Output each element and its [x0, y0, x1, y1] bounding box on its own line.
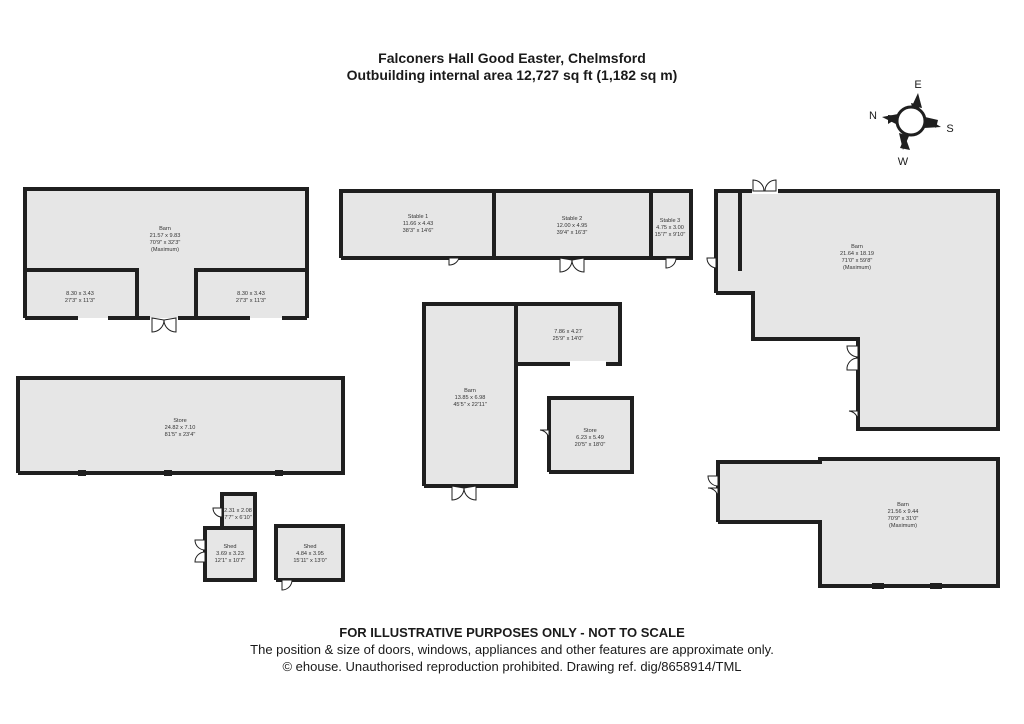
room-size-metric: 12.00 x 4.95: [557, 223, 588, 229]
plan-title: Falconers Hall Good Easter, Chelmsford: [378, 50, 646, 66]
compass-north-label: N: [869, 110, 877, 122]
room-size-imperial: 45'5" x 22'11": [453, 402, 486, 408]
shed-right: Shed 4.84 x 3.95 15'11" x 13'0": [274, 524, 345, 591]
room-size-metric: 21.57 x 9.83: [150, 233, 181, 239]
double-door-icon: [194, 539, 206, 563]
room-name: Stable 1: [408, 214, 429, 220]
door-icon: [706, 257, 717, 269]
room-name: Shed: [303, 544, 316, 550]
plan-header: Falconers Hall Good Easter, Chelmsford O…: [0, 50, 1024, 84]
plan-area-subtitle: Outbuilding internal area 12,727 sq ft (…: [346, 67, 678, 83]
copyright-text: © ehouse. Unauthorised reproduction proh…: [282, 659, 742, 674]
room-name: Store: [173, 418, 186, 424]
room-size-metric: 2.31 x 2.08: [224, 508, 252, 514]
room-size-metric: 4.75 x 3.00: [656, 225, 684, 231]
room-size-imperial: 20'5" x 18'0": [575, 442, 606, 448]
room-name: Barn: [897, 502, 909, 508]
room-size-imperial: 71'0" x 59'8": [842, 258, 873, 264]
door-icon: [448, 257, 460, 266]
room-name: Shed: [223, 544, 236, 550]
door-icon: [848, 410, 859, 422]
room-size-metric: 24.82 x 7.10: [165, 425, 196, 431]
room-size-imperial: 70'9" x 32'3": [150, 240, 181, 246]
double-door-icon: [846, 345, 859, 371]
compass-east-label: E: [914, 79, 921, 91]
barn-top-left: Barn 21.57 x 9.83 70'9" x 32'3" (Maximum…: [23, 187, 309, 333]
barn-bottom-right: Barn 21.56 x 9.44 70'9" x 31'0" (Maximum…: [707, 457, 1000, 589]
room-name: Barn: [851, 244, 863, 250]
disclaimer-text: FOR ILLUSTRATIVE PURPOSES ONLY - NOT TO …: [339, 625, 685, 640]
room-name: Store: [583, 428, 596, 434]
room-size-metric: 21.64 x 18.19: [840, 251, 874, 257]
room-name: Barn: [159, 226, 171, 232]
store-large: Store 24.82 x 7.10 81'5" x 23'4": [16, 376, 345, 476]
room-size-note: (Maximum): [843, 265, 871, 271]
approximation-note: The position & size of doors, windows, a…: [250, 642, 774, 657]
compass-south-label: S: [946, 123, 953, 135]
double-door-icon: [451, 485, 477, 501]
double-door-icon: [752, 179, 777, 192]
room-size-imperial: 27'3" x 11'3": [236, 298, 266, 304]
room-size-metric: 7.86 x 4.27: [554, 329, 582, 335]
room-size-imperial: 38'3" x 14'6": [403, 228, 434, 234]
room-size-imperial: 12'1" x 10'7": [215, 558, 246, 564]
room-size-metric: 4.84 x 3.95: [296, 551, 324, 557]
room-size-imperial: 81'5" x 23'4": [165, 432, 196, 438]
room-size-imperial: 70'9" x 31'0": [888, 516, 919, 522]
door-icon: [707, 487, 719, 499]
room-size-metric: 3.69 x 3.23: [216, 551, 244, 557]
room-size-imperial: 25'9" x 14'0": [553, 336, 584, 342]
room-size-imperial: 15'11" x 13'0": [293, 558, 326, 564]
room-size-imperial: 15'7" x 9'10": [655, 232, 686, 238]
compass-rose-icon: E N S W: [869, 79, 954, 168]
barn-middle: Barn 13.85 x 6.98 45'5" x 22'11" 7.86 x …: [422, 302, 622, 501]
room-name: Stable 2: [562, 216, 583, 222]
room-name: Barn: [464, 388, 476, 394]
barn-top-right: Barn 21.64 x 18.19 71'0" x 59'8" (Maximu…: [706, 179, 1000, 431]
room-size-imperial: 39'4" x 16'3": [557, 230, 588, 236]
store-small: Store 6.23 x 5.49 20'5" x 18'0": [539, 396, 634, 474]
stables-block: Stable 1 11.66 x 4.43 38'3" x 14'6" Stab…: [339, 189, 693, 273]
room-size-metric: 8.30 x 3.43: [237, 291, 265, 297]
room-size-imperial: 27'3" x 11'3": [65, 298, 95, 304]
room-size-metric: 13.85 x 6.98: [455, 395, 486, 401]
door-icon: [539, 429, 550, 441]
double-door-icon: [559, 257, 585, 273]
plan-footer: FOR ILLUSTRATIVE PURPOSES ONLY - NOT TO …: [0, 624, 1024, 675]
door-icon: [212, 507, 223, 518]
shed-left: 2.31 x 2.08 7'7" x 6'10" Shed 3.69 x 3.2…: [194, 492, 257, 582]
room-size-metric: 21.56 x 9.44: [888, 509, 919, 515]
compass-west-label: W: [898, 156, 909, 168]
double-door-icon: [151, 317, 177, 333]
room-size-note: (Maximum): [151, 247, 179, 253]
room-size-note: (Maximum): [889, 523, 917, 529]
room-size-metric: 8.30 x 3.43: [66, 291, 94, 297]
room-size-metric: 6.23 x 5.49: [576, 435, 604, 441]
door-icon: [665, 257, 677, 269]
room-size-imperial: 7'7" x 6'10": [224, 515, 252, 521]
room-size-metric: 11.66 x 4.43: [403, 221, 433, 227]
room-name: Stable 3: [660, 218, 681, 224]
door-icon: [707, 475, 719, 487]
door-icon: [281, 579, 293, 591]
